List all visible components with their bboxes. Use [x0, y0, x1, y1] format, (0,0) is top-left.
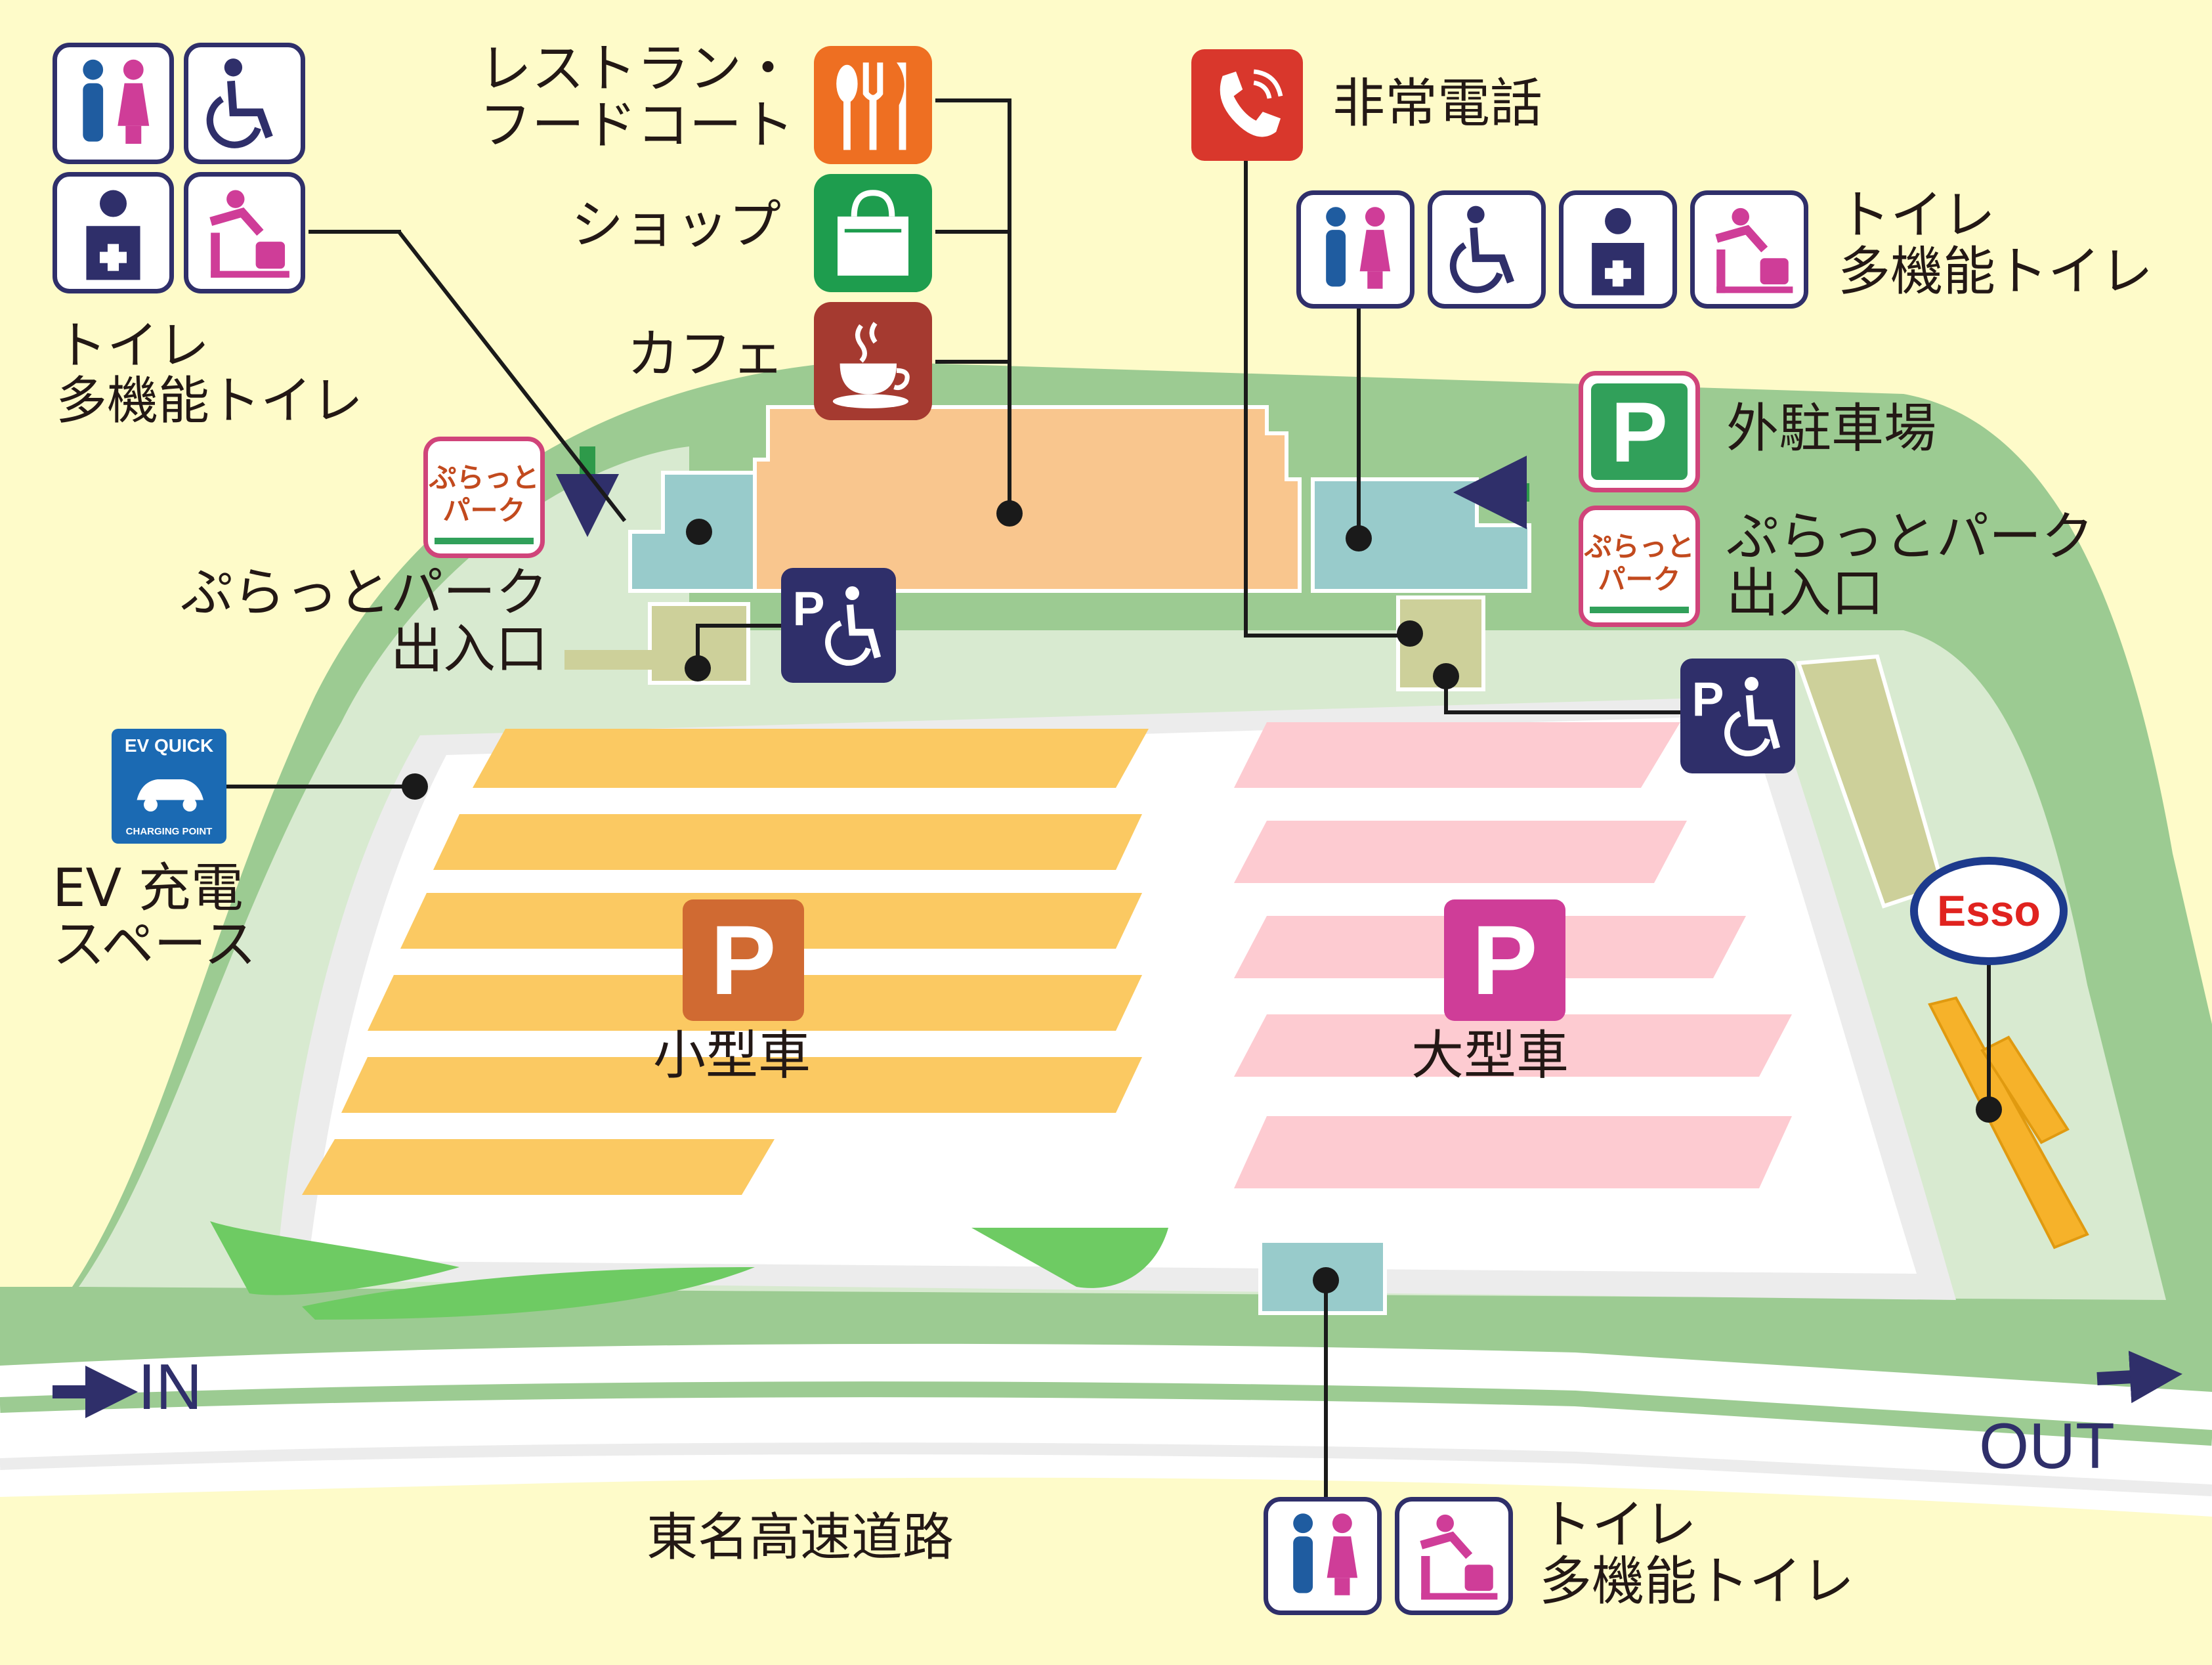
accessible-parking-icon: P — [781, 568, 896, 683]
svg-text:P: P — [1692, 672, 1724, 727]
ostomate-icon — [1559, 190, 1677, 309]
ostomate-icon — [53, 172, 174, 293]
toilet-south-dot — [1313, 1267, 1339, 1293]
gas-station-pumps — [1928, 996, 2089, 1249]
plat-park-icon: ぷらっと パーク — [423, 437, 545, 558]
shopping-bag-icon — [814, 174, 932, 292]
baby-changing-icon — [184, 172, 305, 293]
restaurant-dot — [996, 500, 1023, 527]
large-car-parking-icon: P — [1444, 899, 1565, 1021]
male-female-toilet-icon — [1296, 190, 1414, 309]
accessible-parking-east-dot — [1433, 663, 1459, 689]
small-car-parking-icon: P — [683, 899, 804, 1021]
small-car-parking-rows — [302, 729, 1149, 1195]
ev-charging-icon: EV QUICK CHARGING POINT — [112, 729, 226, 844]
gas-station-dot — [1976, 1096, 2002, 1123]
ev-label: EV 充電スペース — [53, 857, 257, 976]
small-car-label: 小型車 — [653, 1025, 811, 1086]
fork-knife-icon — [814, 46, 932, 164]
shop-label: ショップ — [571, 194, 781, 255]
toilet-ne-label: トイレ多機能トイレ — [1838, 184, 2153, 303]
svg-text:P: P — [793, 582, 825, 636]
baby-changing-icon — [1395, 1497, 1513, 1615]
toilet-nw-label: トイレ多機能トイレ — [56, 316, 364, 431]
ev-dot — [402, 773, 428, 800]
telephone-icon — [1191, 49, 1303, 161]
main-building — [753, 405, 1302, 593]
out-arrow-icon — [2096, 1351, 2182, 1404]
in-label: IN — [138, 1351, 202, 1423]
phone-dot — [1397, 620, 1423, 647]
restaurant-label: レストラン・フードコート — [479, 38, 794, 156]
large-car-label: 大型車 — [1411, 1025, 1569, 1086]
toilet-s-label: トイレ多機能トイレ — [1539, 1494, 1854, 1612]
male-female-toilet-icon — [53, 43, 174, 164]
green-islands — [210, 1221, 1168, 1320]
wheelchair-icon — [1428, 190, 1546, 309]
coffee-cup-icon — [814, 302, 932, 420]
wheelchair-icon — [184, 43, 305, 164]
outer-parking-label: 外駐車場 — [1726, 398, 1936, 459]
accessible-parking-icon: P — [1680, 659, 1795, 773]
out-label: OUT — [1979, 1410, 2115, 1482]
toilet-west-dot — [686, 519, 712, 545]
baby-changing-icon — [1690, 190, 1808, 309]
cafe-label: カフェ — [627, 324, 784, 385]
emergency-phone-label: 非常電話 — [1332, 73, 1542, 134]
plat-park-west-label: ぷらっとパーク出入口 — [181, 562, 548, 680]
esso-logo: Esso — [1910, 857, 2068, 965]
accessible-parking-west-dot — [685, 655, 711, 681]
plat-park-icon: ぷらっと パーク — [1579, 506, 1700, 627]
male-female-toilet-icon — [1264, 1497, 1382, 1615]
toilet-east-dot — [1346, 525, 1372, 551]
highway-name: 東名高速道路 — [647, 1508, 954, 1567]
plat-park-east-label: ぷらっとパーク出入口 — [1726, 506, 2094, 624]
parking-icon: P — [1579, 371, 1700, 492]
large-car-parking-rows — [1234, 722, 1792, 1188]
